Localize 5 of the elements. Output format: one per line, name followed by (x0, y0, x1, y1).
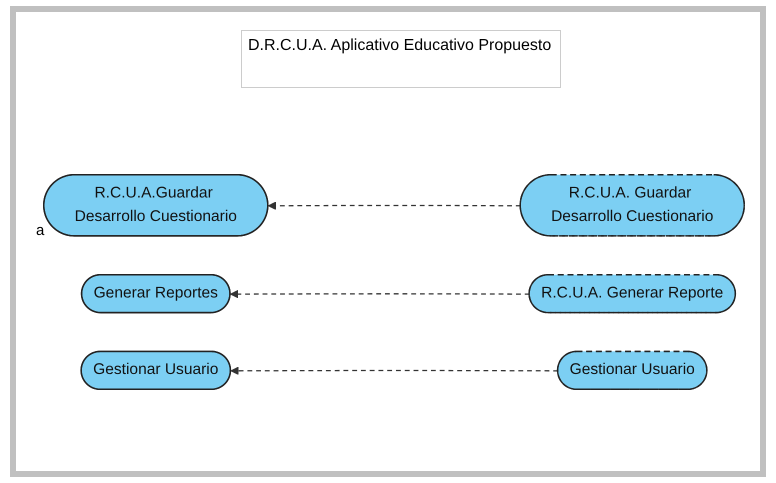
arrow (230, 290, 530, 298)
diagram-title: D.R.C.U.A. Aplicativo Educativo Propuesto (241, 30, 561, 88)
arrow (268, 201, 521, 210)
note-label: a (36, 222, 44, 239)
arrow (230, 366, 558, 376)
